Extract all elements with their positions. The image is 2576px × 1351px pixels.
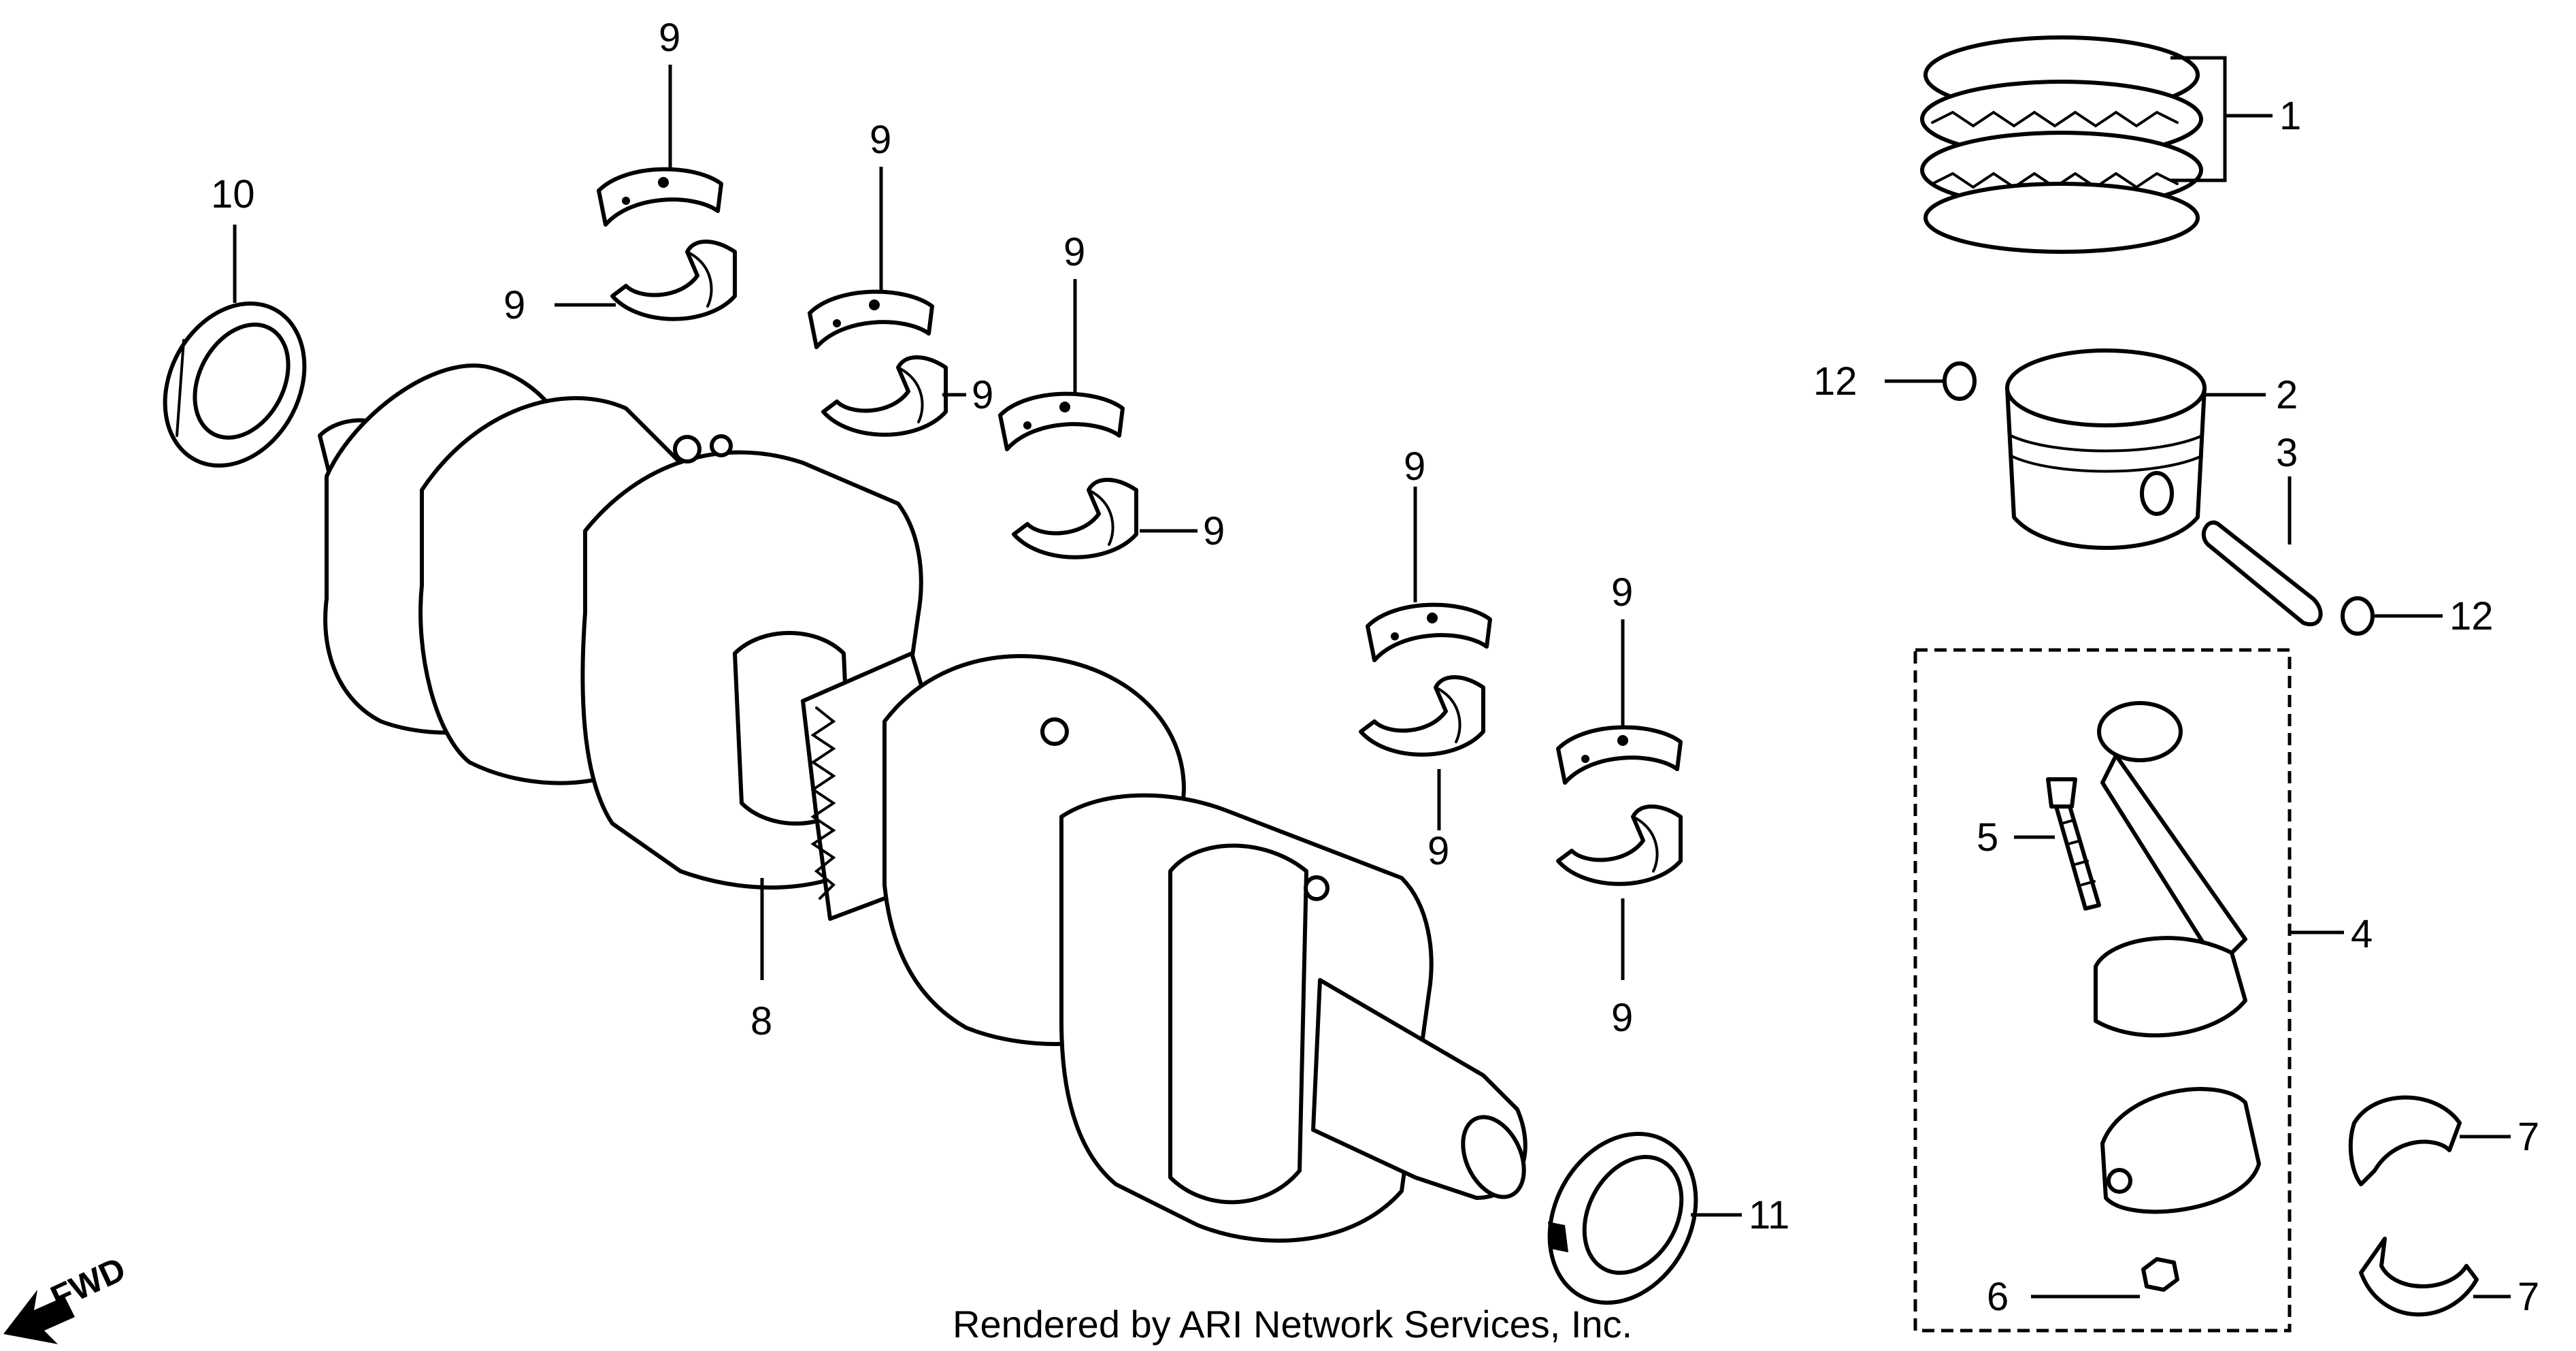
main-bearing-upper-5[interactable] — [1556, 725, 1683, 785]
piston-pin[interactable] — [2201, 520, 2323, 627]
rod-bearing-lower[interactable] — [2359, 1237, 2479, 1317]
callout-3: 3 — [2276, 431, 2298, 475]
connecting-rod-assembly-box — [1913, 648, 2292, 1333]
main-bearing-upper-2[interactable] — [808, 289, 934, 349]
callout-8: 8 — [750, 999, 772, 1043]
render-credit: Rendered by ARI Network Services, Inc. — [953, 1303, 1632, 1346]
callout-6: 6 — [1987, 1275, 2009, 1319]
fwd-label: FWD — [45, 1250, 131, 1317]
connecting-rod-nut[interactable] — [2141, 1257, 2179, 1292]
main-bearing-lower-3[interactable] — [1012, 478, 1138, 559]
callout-11: 11 — [1749, 1193, 1789, 1237]
rod-bearing-upper[interactable] — [2348, 1095, 2462, 1186]
callout-5: 5 — [1977, 815, 1998, 860]
connecting-rod-bolt[interactable] — [2046, 777, 2101, 911]
callout-7-lower: 7 — [2517, 1275, 2539, 1319]
piston-ring-set[interactable] — [1920, 35, 2203, 254]
callout-9: 9 — [503, 283, 525, 327]
fwd-arrow-icon — [3, 1290, 75, 1344]
callout-7-upper: 7 — [2517, 1115, 2539, 1159]
callout-4: 4 — [2351, 912, 2373, 956]
callout-12-left: 12 — [1813, 359, 1857, 404]
front-oil-seal[interactable] — [137, 279, 331, 490]
connecting-rod[interactable] — [2094, 701, 2247, 1038]
callouts: 1 2 3 4 5 6 7 7 8 10 11 12 12 9 9 9 9 9 … — [211, 16, 2539, 1319]
callout-2: 2 — [2276, 373, 2298, 417]
callout-9: 9 — [1427, 829, 1449, 873]
main-bearing-upper-4[interactable] — [1366, 602, 1492, 662]
callout-9: 9 — [870, 118, 891, 162]
main-bearing-lower-4[interactable] — [1359, 675, 1485, 757]
main-bearing-lower-2[interactable] — [821, 355, 948, 437]
main-bearing-lower-1[interactable] — [610, 240, 737, 321]
main-bearing-upper-1[interactable] — [597, 167, 723, 227]
callout-9: 9 — [659, 16, 680, 60]
rear-oil-seal[interactable] — [1521, 1108, 1725, 1328]
crankshaft[interactable] — [318, 363, 1536, 1243]
callout-12-right: 12 — [2449, 594, 2494, 638]
piston-pin-clip-right[interactable] — [2341, 596, 2375, 636]
callout-9: 9 — [1203, 509, 1225, 553]
callout-10: 10 — [211, 172, 255, 216]
callout-9: 9 — [1611, 996, 1633, 1040]
callout-9: 9 — [972, 373, 993, 417]
callout-9: 9 — [1063, 230, 1085, 274]
callout-9: 9 — [1404, 444, 1425, 489]
callout-1: 1 — [2279, 94, 2301, 138]
main-bearing-lower-5[interactable] — [1556, 804, 1683, 886]
piston[interactable] — [2005, 348, 2207, 550]
piston-pin-clip-left[interactable] — [1943, 361, 1977, 401]
leader-lines — [233, 56, 2511, 1299]
forward-direction-indicator: FWD — [3, 1250, 131, 1344]
main-bearing-upper-3[interactable] — [998, 391, 1125, 451]
connecting-rod-cap[interactable] — [2100, 1087, 2261, 1214]
callout-9: 9 — [1611, 570, 1633, 615]
